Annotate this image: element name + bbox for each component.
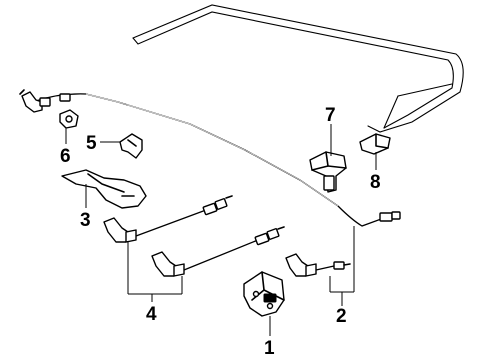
callout-2: 2 xyxy=(336,306,347,327)
callout-labels: 1 2 3 4 5 6 7 8 xyxy=(60,105,381,359)
cable-part-4-upper xyxy=(103,195,233,243)
cable-part-4-lower xyxy=(151,226,285,277)
callout-6: 6 xyxy=(60,146,71,167)
trunk-lid xyxy=(132,4,464,133)
callout-5: 5 xyxy=(86,133,97,154)
latch-part-1 xyxy=(243,271,285,317)
leader-lines xyxy=(65,124,377,336)
striker-part-7 xyxy=(309,151,347,193)
callout-4: 4 xyxy=(146,304,157,325)
callout-8: 8 xyxy=(370,172,381,193)
release-lever-part-3 xyxy=(61,169,147,209)
callout-1: 1 xyxy=(264,338,275,359)
callout-3: 3 xyxy=(80,210,91,231)
bumper-part-8 xyxy=(359,133,391,155)
grommet-part-6 xyxy=(59,109,79,129)
clip-part-5 xyxy=(119,133,143,159)
callout-7: 7 xyxy=(325,105,336,126)
release-cable xyxy=(19,89,401,227)
cable-part-2-right xyxy=(285,253,351,277)
